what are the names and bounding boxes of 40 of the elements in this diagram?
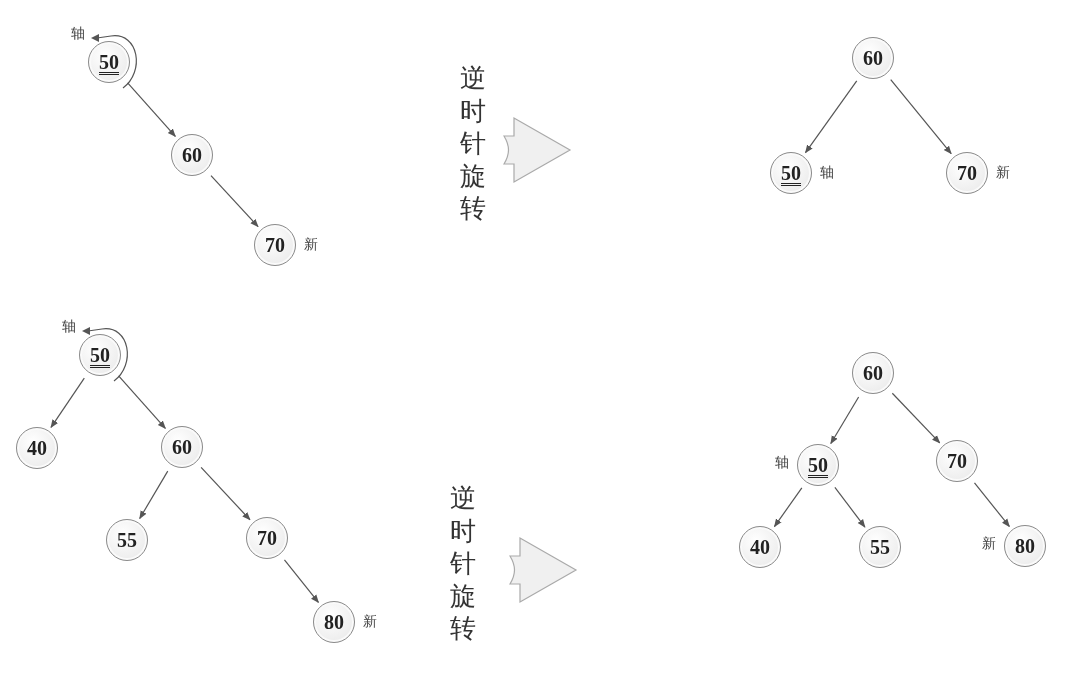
node-value: 70 <box>257 528 277 548</box>
node-value: 60 <box>172 437 192 457</box>
node-value: 80 <box>1015 536 1035 556</box>
node-value: 55 <box>117 530 137 550</box>
node-value: 60 <box>182 145 202 165</box>
node-note: 轴 <box>775 455 789 469</box>
node-value: 50 <box>90 345 110 365</box>
node-value: 50 <box>99 52 119 72</box>
node-value: 40 <box>27 438 47 458</box>
arrow <box>834 486 866 528</box>
arrow <box>210 175 259 228</box>
node-note: 轴 <box>62 319 76 333</box>
node-value: 70 <box>957 163 977 183</box>
node-value: 70 <box>947 451 967 471</box>
node-value: 50 <box>808 455 828 475</box>
node-value: 60 <box>863 363 883 383</box>
node-note: 轴 <box>71 26 85 40</box>
arrow <box>804 80 858 154</box>
arrow <box>50 377 85 428</box>
node-value: 40 <box>750 537 770 557</box>
rotation-caption: 逆时针旋转 <box>450 482 476 645</box>
node-value: 70 <box>265 235 285 255</box>
node-note: 新 <box>996 165 1010 179</box>
node-note: 新 <box>982 536 996 550</box>
arrow <box>830 396 860 445</box>
arrow <box>773 487 803 528</box>
arrow <box>139 470 169 520</box>
node-value: 80 <box>324 612 344 632</box>
arrow <box>127 82 176 137</box>
node-value: 50 <box>781 163 801 183</box>
node-value: 60 <box>863 48 883 68</box>
rotation-caption: 逆时针旋转 <box>460 62 486 225</box>
node-note: 新 <box>363 614 377 628</box>
node-note: 轴 <box>820 165 834 179</box>
arrow <box>891 392 941 444</box>
arrow <box>200 466 251 521</box>
node-note: 新 <box>304 237 318 251</box>
arrow <box>118 375 166 429</box>
arrow <box>890 79 952 155</box>
node-value: 55 <box>870 537 890 557</box>
